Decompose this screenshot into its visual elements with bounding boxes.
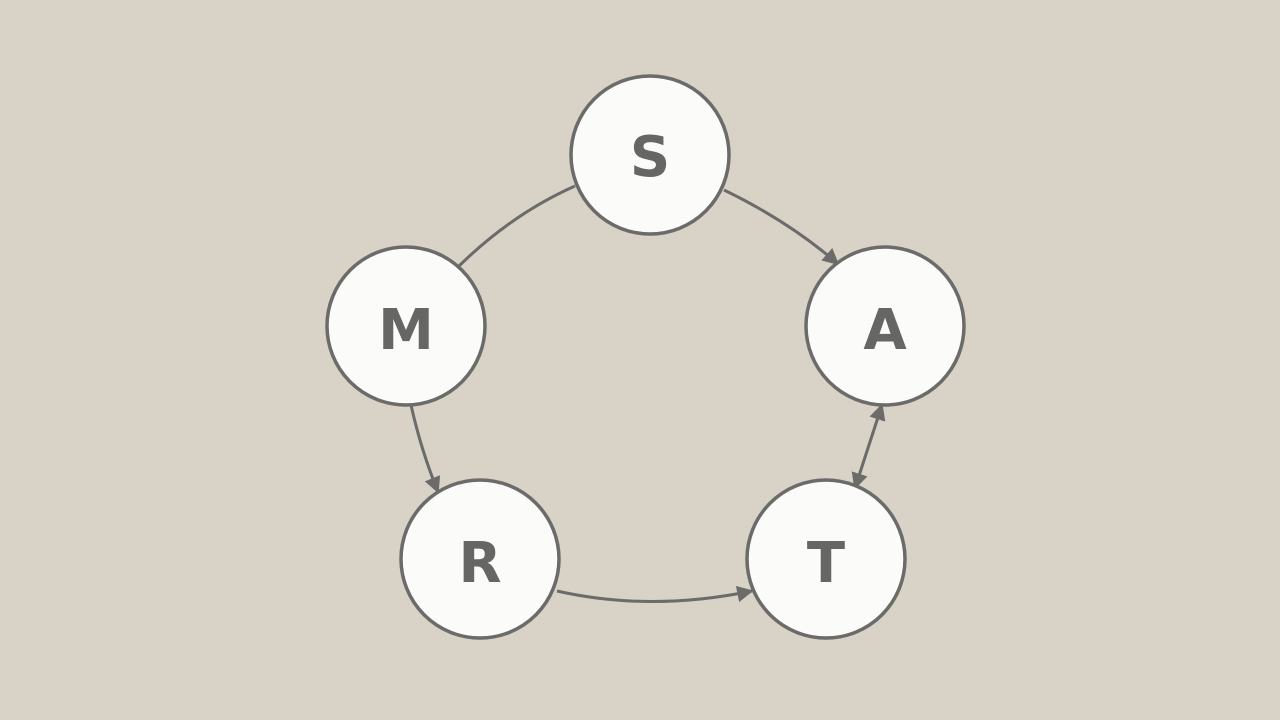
edge-s-to-a (723, 188, 840, 266)
edge-m-to-r (409, 404, 441, 494)
node-s-label: S (630, 125, 670, 190)
node-t: T (745, 478, 907, 640)
edge-m-s (457, 184, 576, 268)
edge-a-t-bidirectional (851, 403, 886, 490)
node-r: R (399, 478, 561, 640)
node-m-circle (325, 245, 487, 407)
node-s-circle (569, 74, 731, 236)
node-a-label: A (863, 298, 907, 363)
node-a-circle (804, 245, 966, 407)
node-m: M (325, 245, 487, 407)
node-r-label: R (458, 531, 501, 596)
node-r-circle (399, 478, 561, 640)
edge-r-to-t (556, 585, 754, 603)
node-s: S (569, 74, 731, 236)
node-a: A (804, 245, 966, 407)
node-t-label: T (807, 531, 845, 596)
node-m-label: M (378, 298, 434, 363)
node-t-circle (745, 478, 907, 640)
